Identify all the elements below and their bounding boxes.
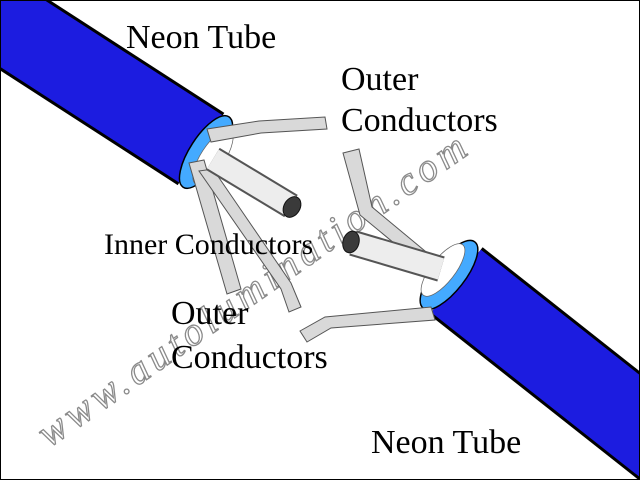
- inner-conductor-top-end: [282, 196, 302, 218]
- label-outer-conductors-bottom-line1: Outer: [171, 295, 249, 332]
- label-outer-conductors-top-line1: Outer: [341, 61, 419, 98]
- neon-tube-bottom-body: [431, 249, 639, 477]
- inner-conductor-bottom-end: [342, 230, 360, 254]
- neon-tube-bottom-graphic: [419, 239, 639, 479]
- label-neon-tube-top: Neon Tube: [126, 19, 276, 56]
- outer-conductors-graphic: [188, 116, 436, 343]
- label-outer-conductors-top-line2: Conductors: [341, 102, 498, 139]
- inner-conductors-graphic: [206, 147, 445, 282]
- neon-tube-top-body: [1, 1, 223, 183]
- outer-conductor-strip-bottom-left: [299, 306, 436, 343]
- outer-conductor-strip-top-right: [206, 116, 328, 143]
- label-outer-conductors-bottom-line2: Conductors: [171, 339, 328, 376]
- label-neon-tube-bottom: Neon Tube: [371, 424, 521, 461]
- label-inner-conductors: Inner Conductors: [104, 228, 313, 261]
- inner-conductor-top-body: [207, 149, 297, 216]
- inner-conductor-bottom-body: [349, 232, 445, 280]
- outer-conductor-strip-top-down: [188, 159, 242, 295]
